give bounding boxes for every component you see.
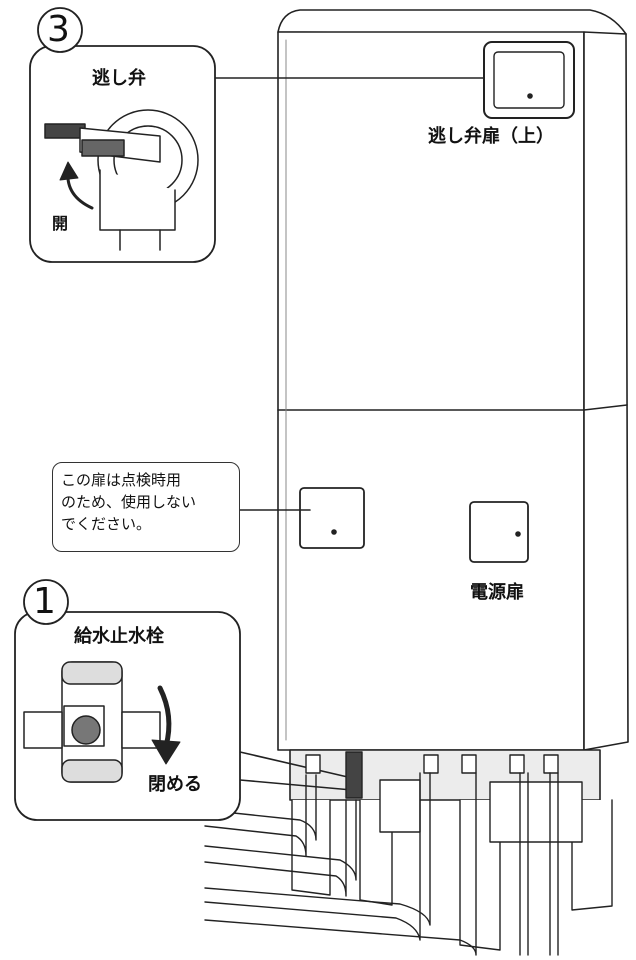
relief-valve-illustration <box>44 109 199 251</box>
power-door-label: 電源扉 <box>470 582 524 603</box>
callout-water-stop <box>14 579 241 821</box>
piping <box>204 751 613 956</box>
close-label: 閉める <box>148 774 202 795</box>
inspection-door-note: この扉は点検時用 のため、使用しない でください。 <box>52 462 240 552</box>
stop-valve-illustration <box>23 661 181 783</box>
note-line-3: でください。 <box>61 515 152 533</box>
leader-line-valve-a <box>239 751 353 779</box>
open-label: 開 <box>52 214 69 233</box>
power-door <box>469 501 529 563</box>
water-stop-title: 給水止水栓 <box>74 626 164 647</box>
callout-number-3: 3 <box>47 9 70 50</box>
leader-line-valve-b <box>239 779 353 791</box>
note-line-2: のため、使用しない <box>61 493 197 511</box>
callout-number-1: 1 <box>33 581 56 622</box>
relief-valve-door-label: 逃し弁扉（上） <box>428 126 554 147</box>
note-line-1: この扉は点検時用 <box>61 471 182 489</box>
relief-valve-title: 逃し弁 <box>92 68 146 89</box>
inspection-door <box>299 487 365 549</box>
callout-relief-valve <box>29 7 216 263</box>
relief-valve-door <box>483 41 575 119</box>
